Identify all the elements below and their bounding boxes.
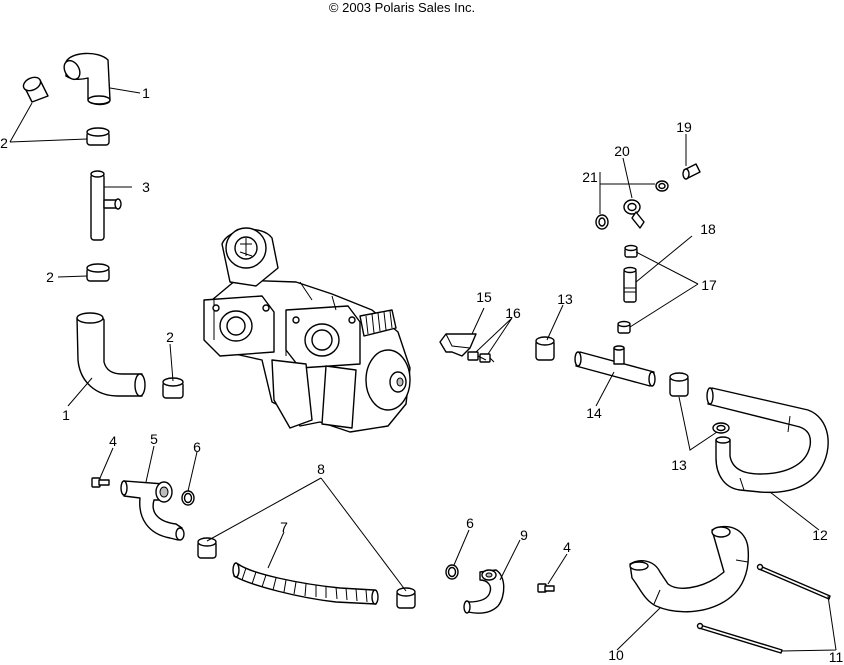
part-19-fitting [682, 163, 701, 180]
callout-4-left: 4 [109, 433, 117, 449]
callout-13-lower: 13 [671, 457, 687, 473]
leader-lines [9, 87, 837, 652]
part-6-oring-left [181, 490, 195, 506]
copyright-text: © 2003 Polaris Sales Inc. [329, 0, 475, 15]
callout-1-upper: 1 [142, 85, 150, 101]
part-17-cap-a [624, 244, 638, 258]
part-10-bent-hose [629, 525, 750, 613]
part-1-elbow-upper [63, 52, 111, 106]
callout-9: 9 [520, 527, 528, 543]
part-20-banjo-fitting [623, 199, 645, 229]
part-4-bolt-center [537, 583, 555, 593]
callout-19: 19 [676, 119, 692, 135]
callout-8: 8 [317, 461, 325, 477]
callout-17: 17 [701, 277, 717, 293]
part-14-tee [574, 345, 656, 387]
part-2-ring-b [86, 127, 110, 146]
part-15-bracket [439, 333, 477, 357]
part-2-ring-a [22, 76, 49, 103]
part-4-bolt-left [91, 477, 110, 488]
part-21-oring-b [595, 214, 609, 230]
part-16-screws [467, 351, 495, 363]
part-11-rod-lower [696, 622, 783, 654]
callout-7: 7 [280, 519, 288, 535]
callout-1-lower: 1 [62, 407, 70, 423]
callout-3: 3 [142, 179, 150, 195]
callout-15: 15 [476, 289, 492, 305]
part-3-tee-fitting [90, 170, 122, 241]
callout-2-middle: 2 [46, 269, 54, 285]
callout-21: 21 [582, 169, 598, 185]
callout-5: 5 [150, 431, 158, 447]
part-2-ring-c [86, 263, 110, 282]
part-8-collar-left [197, 537, 217, 559]
part-9-elbow-fitting [463, 569, 505, 614]
part-5-elbow-fitting [120, 480, 185, 541]
part-17-cap-b [617, 320, 631, 334]
callout-4-center: 4 [563, 539, 571, 555]
callout-16: 16 [505, 305, 521, 321]
part-8-collar-right [396, 587, 416, 609]
callout-20: 20 [614, 143, 630, 159]
engine-assembly [203, 227, 411, 433]
part-6-oring-center [445, 564, 459, 580]
callout-2-lower: 2 [166, 329, 174, 345]
part-13-collar-c [712, 422, 730, 434]
callout-13-upper: 13 [557, 291, 573, 307]
part-11-rod-upper [756, 563, 831, 600]
callout-10: 10 [608, 647, 624, 663]
part-21-oring-a [655, 180, 669, 192]
part-1-elbow-lower [76, 312, 146, 397]
callout-12: 12 [812, 527, 828, 543]
callout-11: 11 [829, 649, 844, 665]
part-18-pipe [623, 266, 637, 303]
callout-14: 14 [586, 405, 602, 421]
callout-2-upper: 2 [0, 135, 8, 151]
callout-18: 18 [700, 221, 716, 237]
part-7-corrugated-hose [232, 562, 379, 605]
callout-6-left: 6 [193, 439, 201, 455]
part-13-collar-b [669, 372, 689, 397]
part-12-bent-hose [706, 387, 829, 494]
callout-6-center: 6 [466, 515, 474, 531]
callout-labels: 1 1 2 2 2 3 4 4 5 6 6 7 8 9 10 11 12 13 … [0, 85, 843, 665]
part-13-collar-a [535, 336, 555, 361]
